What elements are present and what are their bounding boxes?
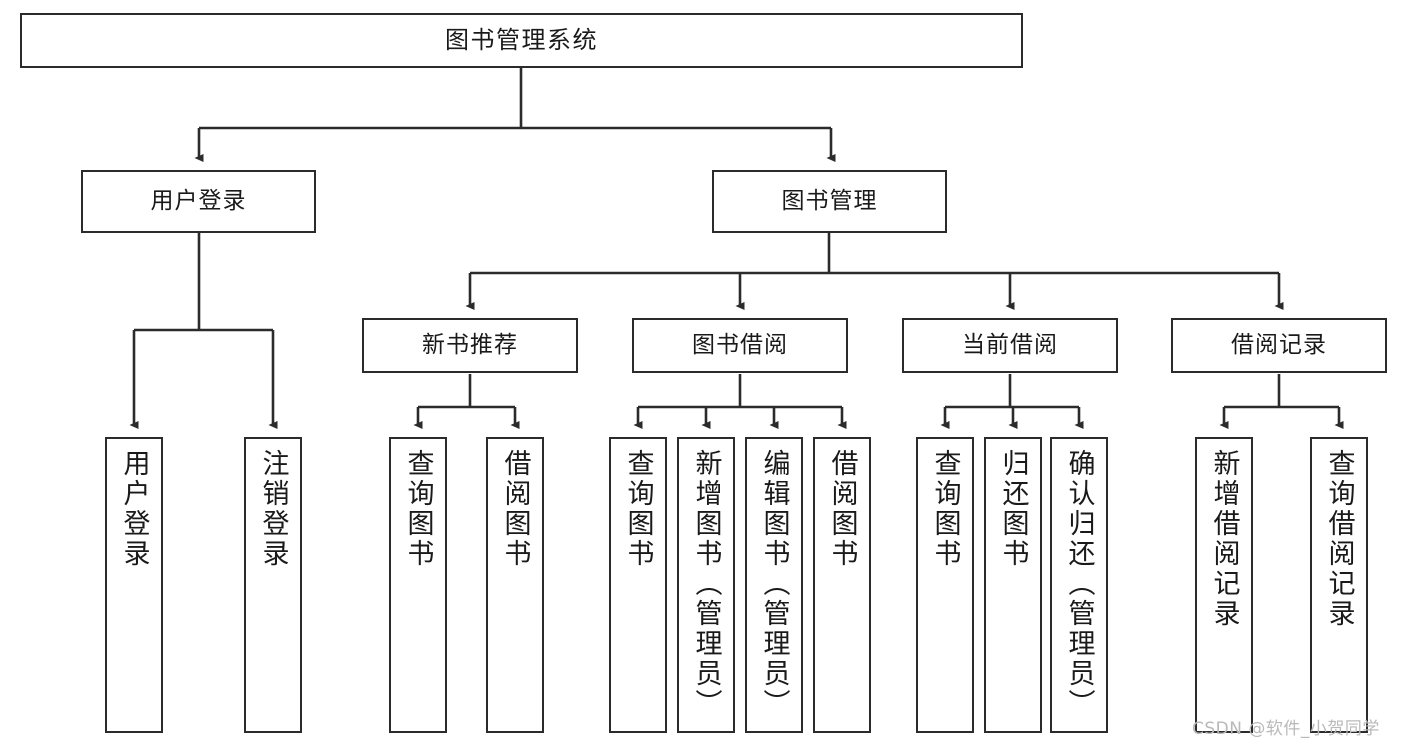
leaf-confirm-return[interactable]: 确认归还（管理员） [1050,437,1108,733]
leaf-logout-login-label: 注销登录 [257,449,289,569]
leaf-query-book-2-label: 查询图书 [622,449,654,569]
leaf-query-book-1-label: 查询图书 [402,449,434,569]
node-new-book-recommend-label: 新书推荐 [422,331,518,358]
node-borrow-record-label: 借阅记录 [1231,331,1327,358]
leaf-query-book-1[interactable]: 查询图书 [389,437,447,733]
leaf-logout-login[interactable]: 注销登录 [244,437,302,733]
leaf-borrow-book-1[interactable]: 借阅图书 [486,437,544,733]
leaf-user-login-label: 用户登录 [118,449,150,569]
leaf-add-borrow-record-label: 新增借阅记录 [1208,449,1240,629]
leaf-query-borrow-record-label: 查询借阅记录 [1323,449,1355,629]
node-book-management[interactable]: 图书管理 [712,170,947,233]
node-root-system[interactable]: 图书管理系统 [20,13,1023,68]
node-root-system-label: 图书管理系统 [445,26,598,55]
leaf-borrow-book-2[interactable]: 借阅图书 [813,437,871,733]
node-borrow-record[interactable]: 借阅记录 [1171,318,1387,373]
leaf-add-borrow-record[interactable]: 新增借阅记录 [1195,437,1253,733]
leaf-add-book-label: 新增图书（管理员） [690,449,722,719]
node-book-borrow[interactable]: 图书借阅 [632,318,848,373]
node-book-management-label: 图书管理 [781,187,878,214]
leaf-return-book-label: 归还图书 [997,449,1029,569]
leaf-confirm-return-label: 确认归还（管理员） [1063,449,1095,719]
leaf-borrow-book-2-label: 借阅图书 [826,449,858,569]
leaf-edit-book[interactable]: 编辑图书（管理员） [745,437,803,733]
leaf-return-book[interactable]: 归还图书 [984,437,1042,733]
leaf-query-book-3-label: 查询图书 [929,449,961,569]
node-new-book-recommend[interactable]: 新书推荐 [362,318,578,373]
leaf-query-book-2[interactable]: 查询图书 [609,437,667,733]
node-user-login-label: 用户登录 [150,187,247,214]
node-current-borrow[interactable]: 当前借阅 [902,318,1118,373]
node-book-borrow-label: 图书借阅 [692,331,788,358]
leaf-query-book-3[interactable]: 查询图书 [916,437,974,733]
node-user-login[interactable]: 用户登录 [81,170,316,233]
leaf-edit-book-label: 编辑图书（管理员） [758,449,790,719]
leaf-add-book[interactable]: 新增图书（管理员） [677,437,735,733]
leaf-borrow-book-1-label: 借阅图书 [499,449,531,569]
leaf-user-login[interactable]: 用户登录 [105,437,163,733]
leaf-query-borrow-record[interactable]: 查询借阅记录 [1310,437,1368,733]
node-current-borrow-label: 当前借阅 [962,331,1058,358]
